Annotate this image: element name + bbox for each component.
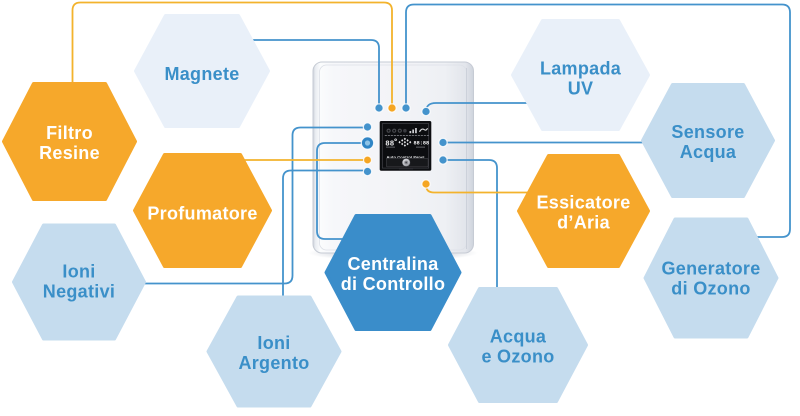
svg-text:Negativi: Negativi [43,282,115,302]
svg-text:e Ozono: e Ozono [481,347,554,367]
svg-text:Sensore: Sensore [671,122,744,142]
svg-text:Filtro: Filtro [46,123,93,143]
svg-text:Ioni: Ioni [257,333,290,353]
svg-text:Acqua: Acqua [680,142,737,162]
svg-text:Centralina: Centralina [347,254,439,274]
svg-text:Magnete: Magnete [164,64,239,84]
svg-text:Profumatore: Profumatore [147,204,257,224]
svg-text:Resine: Resine [39,143,100,163]
svg-text:Generatore: Generatore [661,259,760,279]
svg-text:Ioni: Ioni [62,262,95,282]
svg-text:Auto Control Panel: Auto Control Panel [386,154,424,159]
svg-text:d’Aria: d’Aria [557,213,611,233]
svg-text:Essicatore: Essicatore [536,193,630,213]
svg-text:88: 88 [385,140,394,148]
svg-text:Argento: Argento [238,353,309,373]
svg-text:Lampada: Lampada [540,59,622,79]
svg-text:UV: UV [568,79,594,99]
svg-text:di Ozono: di Ozono [671,279,750,299]
svg-text:di Controllo: di Controllo [341,274,446,294]
svg-text:Acqua: Acqua [490,327,547,347]
svg-text:88:88: 88:88 [414,141,430,147]
